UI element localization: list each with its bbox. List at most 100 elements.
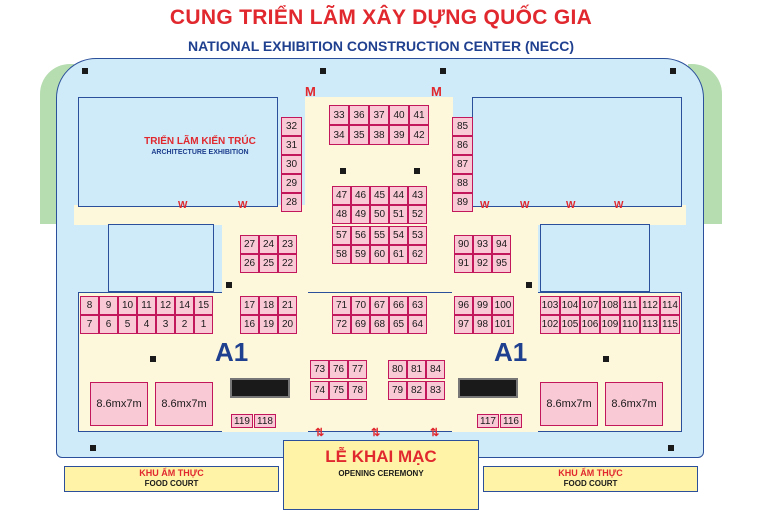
booth-39[interactable]: 39 — [389, 125, 409, 145]
booth-65[interactable]: 65 — [389, 315, 408, 334]
booth-62[interactable]: 62 — [408, 245, 427, 264]
booth-46[interactable]: 46 — [351, 186, 370, 205]
booth-85[interactable]: 85 — [452, 117, 473, 136]
booth-68[interactable]: 68 — [370, 315, 389, 334]
booth-100[interactable]: 100 — [492, 296, 514, 315]
booth-63[interactable]: 63 — [408, 296, 427, 315]
booth-106[interactable]: 106 — [580, 315, 600, 334]
booth-large-2[interactable]: 8.6mx7m — [155, 382, 213, 426]
booth-98[interactable]: 98 — [473, 315, 492, 334]
booth-56[interactable]: 56 — [351, 226, 370, 245]
booth-47[interactable]: 47 — [332, 186, 351, 205]
booth-119[interactable]: 119 — [231, 414, 253, 428]
booth-32[interactable]: 32 — [281, 117, 302, 136]
booth-19[interactable]: 19 — [259, 315, 278, 334]
booth-86[interactable]: 86 — [452, 136, 473, 155]
booth-67[interactable]: 67 — [370, 296, 389, 315]
booth-99[interactable]: 99 — [473, 296, 492, 315]
booth-93[interactable]: 93 — [473, 235, 492, 254]
booth-101[interactable]: 101 — [492, 315, 514, 334]
booth-66[interactable]: 66 — [389, 296, 408, 315]
booth-60[interactable]: 60 — [370, 245, 389, 264]
booth-69[interactable]: 69 — [351, 315, 370, 334]
booth-27[interactable]: 27 — [240, 235, 259, 254]
booth-38[interactable]: 38 — [369, 125, 389, 145]
booth-4[interactable]: 4 — [137, 315, 156, 334]
booth-51[interactable]: 51 — [389, 205, 408, 224]
booth-107[interactable]: 107 — [580, 296, 600, 315]
booth-22[interactable]: 22 — [278, 254, 297, 273]
booth-118[interactable]: 118 — [254, 414, 276, 428]
booth-102[interactable]: 102 — [540, 315, 560, 334]
booth-97[interactable]: 97 — [454, 315, 473, 334]
booth-105[interactable]: 105 — [560, 315, 580, 334]
booth-42[interactable]: 42 — [409, 125, 429, 145]
booth-64[interactable]: 64 — [408, 315, 427, 334]
booth-73[interactable]: 73 — [310, 360, 329, 379]
booth-18[interactable]: 18 — [259, 296, 278, 315]
booth-114[interactable]: 114 — [660, 296, 680, 315]
booth-8[interactable]: 8 — [80, 296, 99, 315]
booth-103[interactable]: 103 — [540, 296, 560, 315]
booth-31[interactable]: 31 — [281, 136, 302, 155]
booth-61[interactable]: 61 — [389, 245, 408, 264]
booth-54[interactable]: 54 — [389, 226, 408, 245]
booth-89[interactable]: 89 — [452, 193, 473, 212]
booth-35[interactable]: 35 — [349, 125, 369, 145]
booth-72[interactable]: 72 — [332, 315, 351, 334]
booth-82[interactable]: 82 — [407, 381, 426, 400]
booth-75[interactable]: 75 — [329, 381, 348, 400]
booth-78[interactable]: 78 — [348, 381, 367, 400]
booth-23[interactable]: 23 — [278, 235, 297, 254]
booth-50[interactable]: 50 — [370, 205, 389, 224]
booth-84[interactable]: 84 — [426, 360, 445, 379]
booth-25[interactable]: 25 — [259, 254, 278, 273]
booth-12[interactable]: 12 — [156, 296, 175, 315]
booth-112[interactable]: 112 — [640, 296, 660, 315]
booth-1[interactable]: 1 — [194, 315, 213, 334]
booth-28[interactable]: 28 — [281, 193, 302, 212]
booth-9[interactable]: 9 — [99, 296, 118, 315]
booth-80[interactable]: 80 — [388, 360, 407, 379]
booth-6[interactable]: 6 — [99, 315, 118, 334]
booth-37[interactable]: 37 — [369, 105, 389, 125]
booth-large-1[interactable]: 8.6mx7m — [90, 382, 148, 426]
booth-57[interactable]: 57 — [332, 226, 351, 245]
booth-81[interactable]: 81 — [407, 360, 426, 379]
booth-55[interactable]: 55 — [370, 226, 389, 245]
booth-17[interactable]: 17 — [240, 296, 259, 315]
booth-5[interactable]: 5 — [118, 315, 137, 334]
booth-79[interactable]: 79 — [388, 381, 407, 400]
booth-16[interactable]: 16 — [240, 315, 259, 334]
booth-76[interactable]: 76 — [329, 360, 348, 379]
booth-26[interactable]: 26 — [240, 254, 259, 273]
booth-83[interactable]: 83 — [426, 381, 445, 400]
booth-108[interactable]: 108 — [600, 296, 620, 315]
booth-115[interactable]: 115 — [660, 315, 680, 334]
booth-59[interactable]: 59 — [351, 245, 370, 264]
booth-3[interactable]: 3 — [156, 315, 175, 334]
booth-96[interactable]: 96 — [454, 296, 473, 315]
booth-104[interactable]: 104 — [560, 296, 580, 315]
booth-14[interactable]: 14 — [175, 296, 194, 315]
booth-43[interactable]: 43 — [408, 186, 427, 205]
booth-49[interactable]: 49 — [351, 205, 370, 224]
booth-44[interactable]: 44 — [389, 186, 408, 205]
booth-21[interactable]: 21 — [278, 296, 297, 315]
booth-88[interactable]: 88 — [452, 174, 473, 193]
booth-92[interactable]: 92 — [473, 254, 492, 273]
booth-116[interactable]: 116 — [500, 414, 522, 428]
booth-large-4[interactable]: 8.6mx7m — [605, 382, 663, 426]
booth-34[interactable]: 34 — [329, 125, 349, 145]
booth-94[interactable]: 94 — [492, 235, 511, 254]
booth-36[interactable]: 36 — [349, 105, 369, 125]
booth-41[interactable]: 41 — [409, 105, 429, 125]
booth-15[interactable]: 15 — [194, 296, 213, 315]
booth-74[interactable]: 74 — [310, 381, 329, 400]
booth-large-3[interactable]: 8.6mx7m — [540, 382, 598, 426]
booth-58[interactable]: 58 — [332, 245, 351, 264]
booth-87[interactable]: 87 — [452, 155, 473, 174]
booth-30[interactable]: 30 — [281, 155, 302, 174]
booth-20[interactable]: 20 — [278, 315, 297, 334]
booth-2[interactable]: 2 — [175, 315, 194, 334]
